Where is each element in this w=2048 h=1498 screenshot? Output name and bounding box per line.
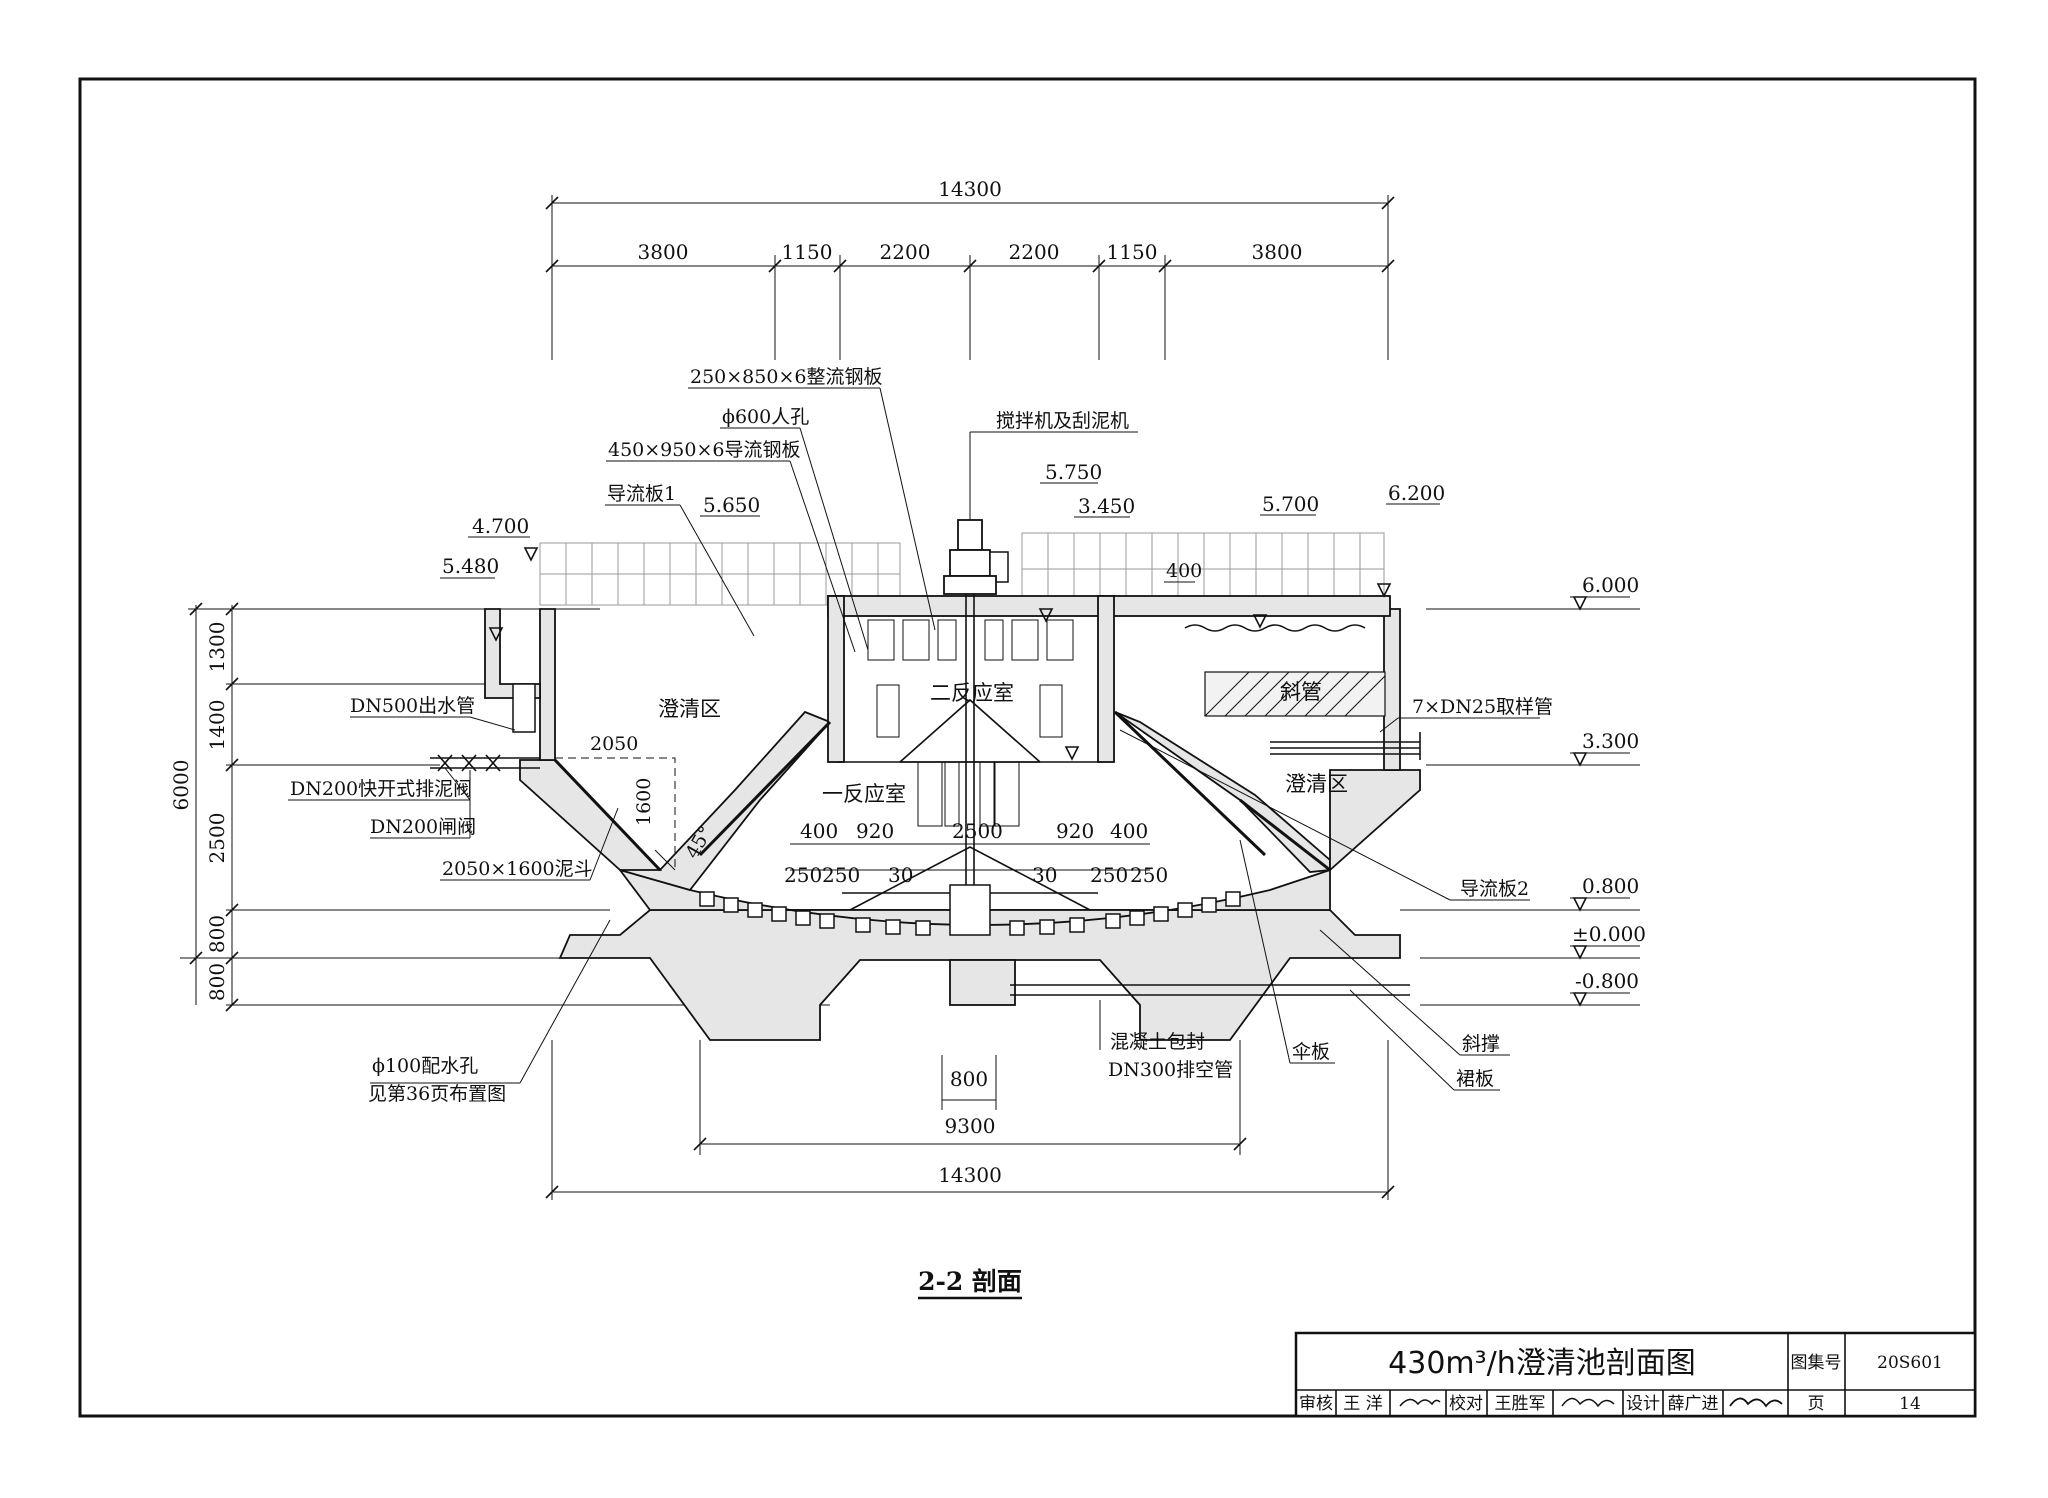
label-drain-pipe-1: 混凝土包封 (1110, 1031, 1205, 1053)
inner-dimensions: 400 920 2500 920 400 250 250 30 30 250 2… (784, 819, 1168, 887)
zone-second-reaction: 二反应室 (930, 681, 1014, 705)
label-manhole: ϕ600人孔 (722, 406, 809, 428)
dim-inner-b6: 250 (1130, 863, 1168, 887)
label-steel-plate-2: 450×950×6导流钢板 (608, 439, 800, 461)
dim-top-seg-5: 1150 (1107, 240, 1158, 264)
left-dimensions: 6000 1300 1400 2500 800 800 (169, 602, 830, 1012)
label-brace: 斜撑 (1462, 1033, 1500, 1055)
dim-inner-3: 2500 (952, 819, 1003, 843)
bottom-dimensions: 800 9300 14300 (545, 1040, 1395, 1200)
designer-signature (1729, 1397, 1783, 1408)
zone-clarify-left: 澄清区 (658, 697, 721, 721)
dim-left-seg-1: 1300 (205, 622, 229, 673)
dim-left-seg-2: 1400 (205, 700, 229, 751)
dim-left-overall: 6000 (169, 760, 193, 811)
checker-signature (1561, 1397, 1615, 1408)
dim-left-seg-4: 800 (205, 915, 229, 953)
label-mixer: 搅拌机及刮泥机 (996, 410, 1129, 432)
elev-3450: 3.450 (1078, 494, 1135, 518)
dim-inner-b4: 30 (1032, 863, 1057, 887)
tank-structure (484, 595, 1421, 1041)
elev-6000: 6.000 (1582, 573, 1639, 597)
title-block-reviewer: 王 洋 (1343, 1394, 1382, 1414)
reviewer-signature (1399, 1398, 1441, 1407)
label-fast-valve: DN200快开式排泥阀 (290, 778, 472, 800)
title-block-atlas-label: 图集号 (1791, 1353, 1842, 1373)
elev-5750: 5.750 (1045, 460, 1102, 484)
top-dimensions: 14300 3800 1150 2200 2200 1150 3800 (545, 177, 1395, 360)
section-caption: 2-2 剖面 (918, 1267, 1022, 1296)
dim-bottom-overall: 14300 (938, 1163, 1002, 1187)
label-gate-valve: DN200闸阀 (370, 816, 476, 838)
chamber-openings (867, 619, 1074, 827)
zone-tubes: 斜管 (1280, 680, 1322, 704)
dim-inner-b5: 250 (1090, 863, 1128, 887)
right-level-lines (1400, 608, 1640, 1006)
label-dim-1600: 1600 (633, 778, 655, 826)
title-block-atlas-no: 20S601 (1877, 1353, 1943, 1373)
title-block-title: 430m³/h澄清池剖面图 (1388, 1346, 1696, 1381)
label-baffle-2: 导流板2 (1460, 878, 1529, 900)
handrail-grid (539, 532, 1385, 606)
title-block: 430m³/h澄清池剖面图 图集号 20S601 审核 王 洋 校对 王胜军 设… (1294, 1331, 1977, 1418)
label-distribution-hole-1: ϕ100配水孔 (372, 1055, 478, 1077)
dim-inner-5: 400 (1110, 819, 1148, 843)
elev-5480: 5.480 (442, 554, 499, 578)
dim-inner-2: 920 (856, 819, 894, 843)
label-skirt: 裙板 (1456, 1068, 1494, 1090)
dim-left-seg-5: 800 (205, 963, 229, 1001)
dim-top-seg-3: 2200 (880, 240, 931, 264)
elev-5650: 5.650 (703, 493, 760, 517)
dim-top-seg-4: 2200 (1009, 240, 1060, 264)
dim-top-seg-1: 3800 (638, 240, 689, 264)
elevation-markers: 4.700 5.480 5.650 5.750 3.450 5.700 6.20… (440, 460, 1646, 1007)
mixer-equipment (842, 519, 1098, 936)
label-dim-2050: 2050 (590, 733, 638, 755)
dim-top-overall: 14300 (938, 177, 1002, 201)
dim-left-seg-3: 2500 (205, 813, 229, 864)
dim-top-seg-6: 3800 (1252, 240, 1303, 264)
elev-4700: 4.700 (472, 514, 529, 538)
label-sample-pipe: 7×DN25取样管 (1412, 696, 1553, 718)
zone-clarify-right: 澄清区 (1285, 772, 1348, 796)
dim-inner-1: 400 (800, 819, 838, 843)
elev-3300: 3.300 (1582, 729, 1639, 753)
distribution-holes (699, 891, 1241, 936)
zone-first-reaction: 一反应室 (822, 782, 906, 806)
dim-top-seg-2: 1150 (782, 240, 833, 264)
label-sludge-hopper: 2050×1600泥斗 (442, 858, 593, 880)
label-outlet-pipe: DN500出水管 (350, 695, 475, 717)
pipes (430, 683, 1421, 996)
label-baffle-1: 导流板1 (607, 483, 676, 505)
title-block-review-label: 审核 (1299, 1394, 1333, 1414)
label-umbrella: 伞板 (1292, 1041, 1330, 1063)
elev-5700: 5.700 (1262, 492, 1319, 516)
elev-6200: 6.200 (1388, 481, 1445, 505)
label-dim-400-top: 400 (1166, 560, 1202, 582)
dim-bottom-small: 800 (950, 1067, 988, 1091)
callouts: 250×850×6整流钢板 ϕ600人孔 搅拌机及刮泥机 450×950×6导流… (288, 366, 1553, 1105)
elev-0800: 0.800 (1582, 874, 1639, 898)
title-block-page-label: 页 (1808, 1394, 1825, 1414)
dim-inner-4: 920 (1056, 819, 1094, 843)
elev-m0800: -0.800 (1575, 969, 1639, 993)
sheet-border (78, 77, 1977, 1418)
label-distribution-hole-2: 见第36页布置图 (368, 1083, 506, 1105)
dim-inner-b1: 250 (784, 863, 822, 887)
title-block-designer: 薛广进 (1668, 1394, 1719, 1414)
title-block-checker: 王胜军 (1495, 1394, 1546, 1414)
title-block-page-no: 14 (1899, 1394, 1921, 1414)
label-drain-pipe-2: DN300排空管 (1108, 1059, 1233, 1081)
dim-inner-b3: 30 (888, 863, 913, 887)
elev-0000: ±0.000 (1572, 922, 1646, 946)
label-steel-plate-1: 250×850×6整流钢板 (690, 366, 882, 388)
dim-bottom-middle: 9300 (945, 1114, 996, 1138)
dim-inner-b2: 250 (822, 863, 860, 887)
title-block-design-label: 设计 (1626, 1394, 1660, 1414)
title-block-check-label: 校对 (1449, 1394, 1483, 1414)
